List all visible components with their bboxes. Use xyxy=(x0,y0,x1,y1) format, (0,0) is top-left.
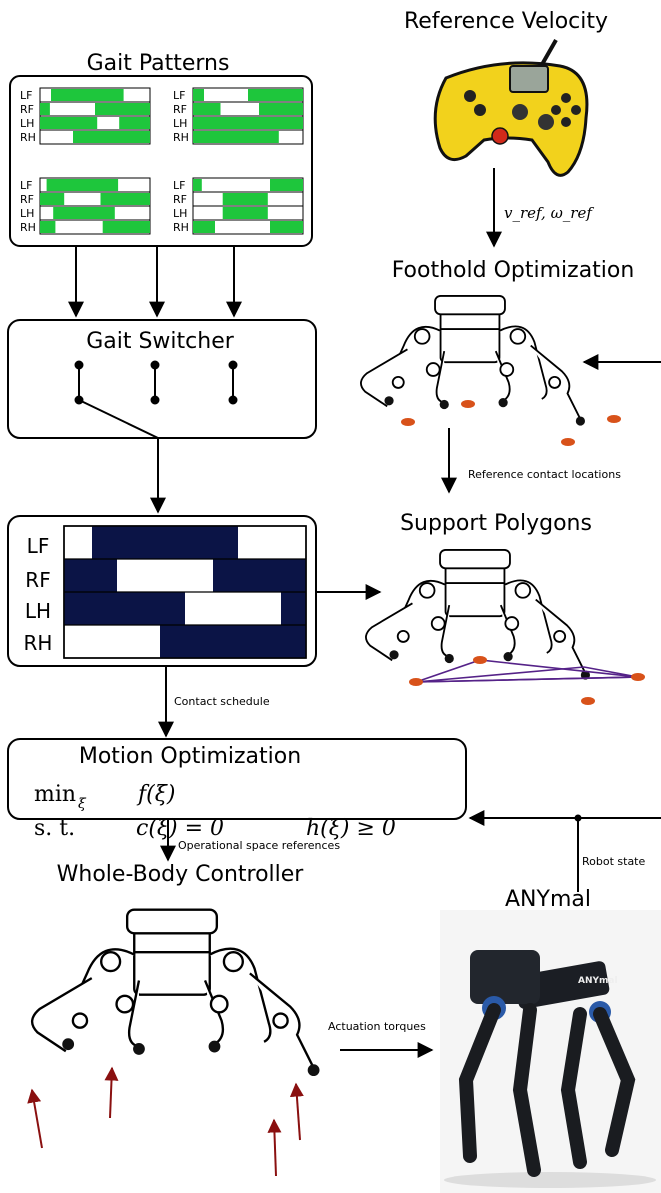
gait-leg-label: RH xyxy=(20,221,36,234)
gait-leg-label: RH xyxy=(173,221,189,234)
operational-space-label: Operational space references xyxy=(178,839,340,852)
gamepad-controller xyxy=(433,39,589,177)
robot-state-label: Robot state xyxy=(582,855,645,868)
gait-leg-label: LH xyxy=(20,207,34,220)
gait-switcher-box xyxy=(7,319,317,439)
inequality-constraint: h(ξ) ≥ 0 xyxy=(306,816,396,841)
gait-stance-segment xyxy=(193,117,303,129)
gait-leg-label: RF xyxy=(20,193,34,206)
gait-stance-segment xyxy=(193,131,279,143)
whole-body-controller-title: Whole-Body Controller xyxy=(57,862,305,887)
gait-leg-label: RF xyxy=(20,103,34,116)
gait-stance-segment xyxy=(95,103,150,115)
contact-schedule-bars xyxy=(63,525,307,659)
gait-leg-label: LH xyxy=(20,117,34,130)
gait-leg-label: LH xyxy=(173,207,187,220)
schedule-label-rh: RH xyxy=(24,631,53,655)
gait-patterns-title: Gait Patterns xyxy=(87,51,230,76)
foothold-optimization-title: Foothold Optimization xyxy=(392,258,635,283)
gait-stance-segment xyxy=(222,193,268,205)
subject-to: s. t. xyxy=(34,816,75,841)
gait-stance-segment xyxy=(119,117,150,129)
gait-leg-label: LH xyxy=(173,117,187,130)
anymal-title: ANYmal xyxy=(505,887,591,912)
support-foothold-markers xyxy=(409,656,645,705)
schedule-label-lf: LF xyxy=(27,534,50,558)
gait-leg-label: LF xyxy=(20,89,32,102)
gait-stance-segment xyxy=(193,103,221,115)
gait-stance-segment xyxy=(193,179,202,191)
anymal-logo: ANYmal xyxy=(578,976,618,986)
actuation-torques-label: Actuation torques xyxy=(328,1020,426,1033)
switch-symbol xyxy=(74,360,238,439)
equality-constraint: c(ξ) = 0 xyxy=(136,816,224,841)
gait-switcher-title: Gait Switcher xyxy=(86,329,235,354)
gait-leg-label: LF xyxy=(20,179,32,192)
motion-optimization-box xyxy=(7,738,467,820)
gait-stance-segment xyxy=(53,207,115,219)
motion-optimization-title: Motion Optimization xyxy=(79,744,301,769)
gait-leg-label: RH xyxy=(173,131,189,144)
gait-stance-segment xyxy=(193,89,204,101)
gait-stance-segment xyxy=(40,193,65,205)
gait-stance-segment xyxy=(270,221,303,233)
gait-stance-segment xyxy=(51,89,124,101)
gait-leg-label: RF xyxy=(173,103,187,116)
gait-leg-label: LF xyxy=(173,89,185,102)
objective-function: f(ξ) xyxy=(136,782,175,807)
wbc-robot-sketch xyxy=(30,908,321,1078)
gait-stance-segment xyxy=(100,193,150,205)
gait-leg-label: RH xyxy=(20,131,36,144)
schedule-label-lh: LH xyxy=(25,599,51,623)
support-polygon-lines xyxy=(415,659,639,683)
gait-stance-segment xyxy=(259,103,303,115)
gait-stance-segment xyxy=(40,103,50,115)
min-subscript: ξ xyxy=(78,796,87,812)
gait-stance-segment xyxy=(248,89,303,101)
gait-stance-segment xyxy=(270,179,303,191)
velocity-label: v_ref, ω_ref xyxy=(504,204,594,222)
junction-dot xyxy=(574,814,582,822)
gait-stance-segment xyxy=(40,117,98,129)
support-polygons-title: Support Polygons xyxy=(400,511,592,536)
contact-schedule-label: Contact schedule xyxy=(174,695,270,708)
contact-force-arrows xyxy=(27,1066,304,1177)
reference-contact-label: Reference contact locations xyxy=(468,468,621,481)
anymal-robot-photo: ANYmal xyxy=(440,910,661,1193)
gait-stance-segment xyxy=(193,221,215,233)
gait-stance-segment xyxy=(73,131,150,143)
foothold-markers xyxy=(401,400,621,446)
reference-velocity-title: Reference Velocity xyxy=(404,9,608,34)
gait-stance-segment xyxy=(222,207,268,219)
schedule-label-rf: RF xyxy=(25,568,50,592)
gait-leg-label: RF xyxy=(173,193,187,206)
gait-stance-segment xyxy=(46,179,119,191)
gait-stance-segment xyxy=(40,221,56,233)
gait-stance-segment xyxy=(102,221,150,233)
gait-leg-label: LF xyxy=(173,179,185,192)
min-operator: min xyxy=(34,782,76,807)
